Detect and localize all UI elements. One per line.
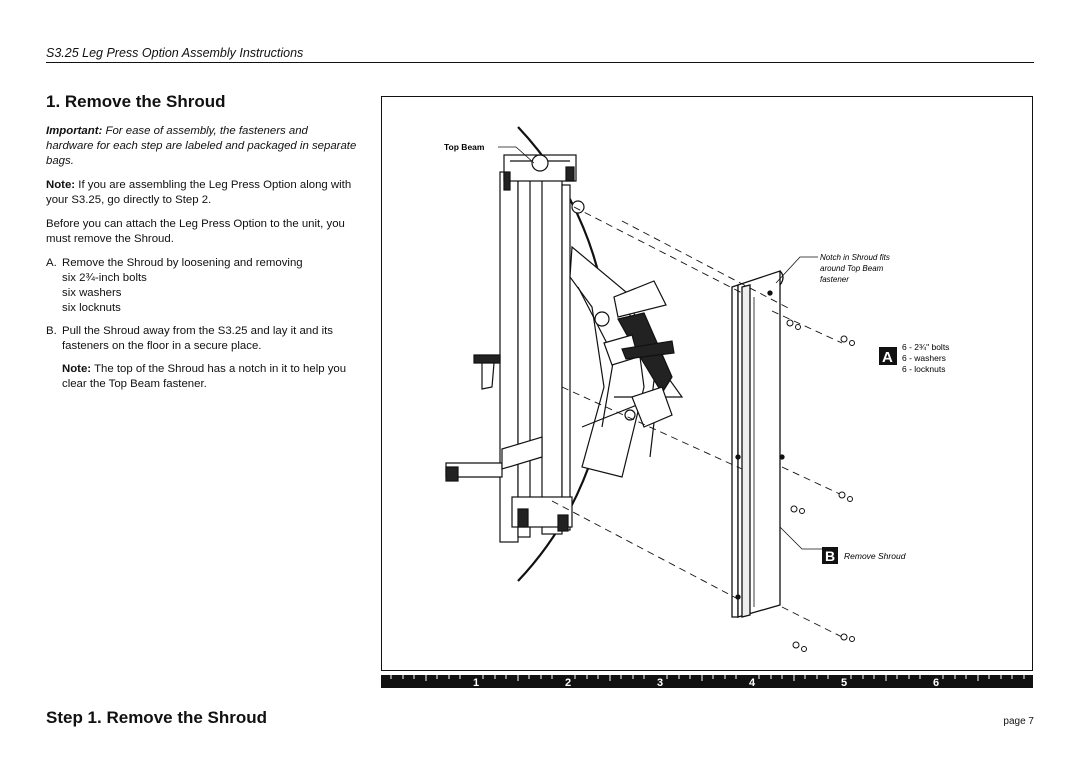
ruler-label: 6 [933, 677, 939, 688]
list-line: Remove the Shroud by loosening and remov… [62, 257, 303, 269]
ruler-label: 2 [565, 677, 571, 688]
note-text: The top of the Shroud has a notch in it … [62, 363, 347, 390]
note-label: Note: [62, 363, 92, 375]
callout-a-item: 6 - 2¾" bolts [902, 342, 949, 352]
ruler-svg: 1 2 3 4 5 6 [390, 675, 1025, 688]
list-line: Pull the Shroud away from the S3.25 and … [62, 325, 334, 352]
shroud-panel [731, 270, 785, 618]
ruler-label: 5 [841, 677, 847, 688]
callout-a-badge [879, 347, 897, 365]
notch-callout-line: around Top Beam [820, 264, 884, 273]
list-body: Pull the Shroud away from the S3.25 and … [62, 324, 358, 354]
note-label: Note: [46, 179, 76, 191]
note-paragraph-2: Note: The top of the Shroud has a notch … [46, 362, 358, 392]
ruler-label: 1 [473, 677, 479, 688]
document-header: S3.25 Leg Press Option Assembly Instruct… [46, 46, 304, 60]
list-line: six 2¾-inch bolts [62, 272, 147, 284]
callout-a-item: 6 - locknuts [902, 364, 945, 374]
callout-a-letter: A [882, 349, 893, 366]
fasteners [786, 319, 855, 652]
ruler-label: 3 [657, 677, 663, 688]
important-text: For ease of assembly, the fasteners and … [46, 125, 357, 167]
list-line: six washers [62, 287, 122, 299]
list-letter: B. [46, 325, 57, 337]
ruler: 1 2 3 4 5 6 [381, 675, 1033, 688]
alignment-lines [551, 206, 843, 638]
note-text: If you are assembling the Leg Press Opti… [46, 179, 352, 206]
machine-frame [445, 154, 684, 543]
callout-b-badge [822, 547, 838, 564]
callout-b-leader [779, 526, 822, 550]
top-beam-leader [498, 146, 535, 164]
list-item-a: A. Remove the Shroud by loosening and re… [46, 256, 358, 316]
important-paragraph: Important: For ease of assembly, the fas… [46, 124, 358, 169]
top-beam-label: Top Beam [444, 142, 485, 152]
assembly-illustration: Top Beam Notch in Shroud fits around Top… [444, 126, 949, 652]
page-number: page 7 [1003, 716, 1034, 727]
ruler-label: 4 [749, 677, 756, 688]
callout-b-text: Remove Shroud [844, 551, 906, 561]
list-line: six locknuts [62, 302, 121, 314]
assembly-figure: Top Beam Notch in Shroud fits around Top… [381, 96, 1033, 671]
notch-callout-line: Notch in Shroud fits [820, 253, 890, 262]
ruler-labels: 1 2 3 4 5 6 [473, 677, 939, 688]
callout-a-item: 6 - washers [902, 353, 946, 363]
list-item-b: B. Pull the Shroud away from the S3.25 a… [46, 324, 358, 354]
note-paragraph: Note: If you are assembling the Leg Pres… [46, 178, 358, 208]
list-body: Remove the Shroud by loosening and remov… [62, 256, 358, 316]
step-title: Step 1. Remove the Shroud [46, 708, 268, 727]
important-label: Important: [46, 125, 103, 137]
notch-callout-line: fastener [820, 275, 849, 284]
ruler-ticks [390, 675, 1025, 681]
instructions-column: Important: For ease of assembly, the fas… [46, 124, 358, 401]
section-title: 1. Remove the Shroud [46, 92, 226, 111]
list-letter: A. [46, 257, 57, 269]
callout-b-letter: B [825, 548, 835, 564]
header-rule [46, 62, 1034, 63]
intro-paragraph: Before you can attach the Leg Press Opti… [46, 218, 345, 245]
notch-leader [775, 256, 818, 284]
